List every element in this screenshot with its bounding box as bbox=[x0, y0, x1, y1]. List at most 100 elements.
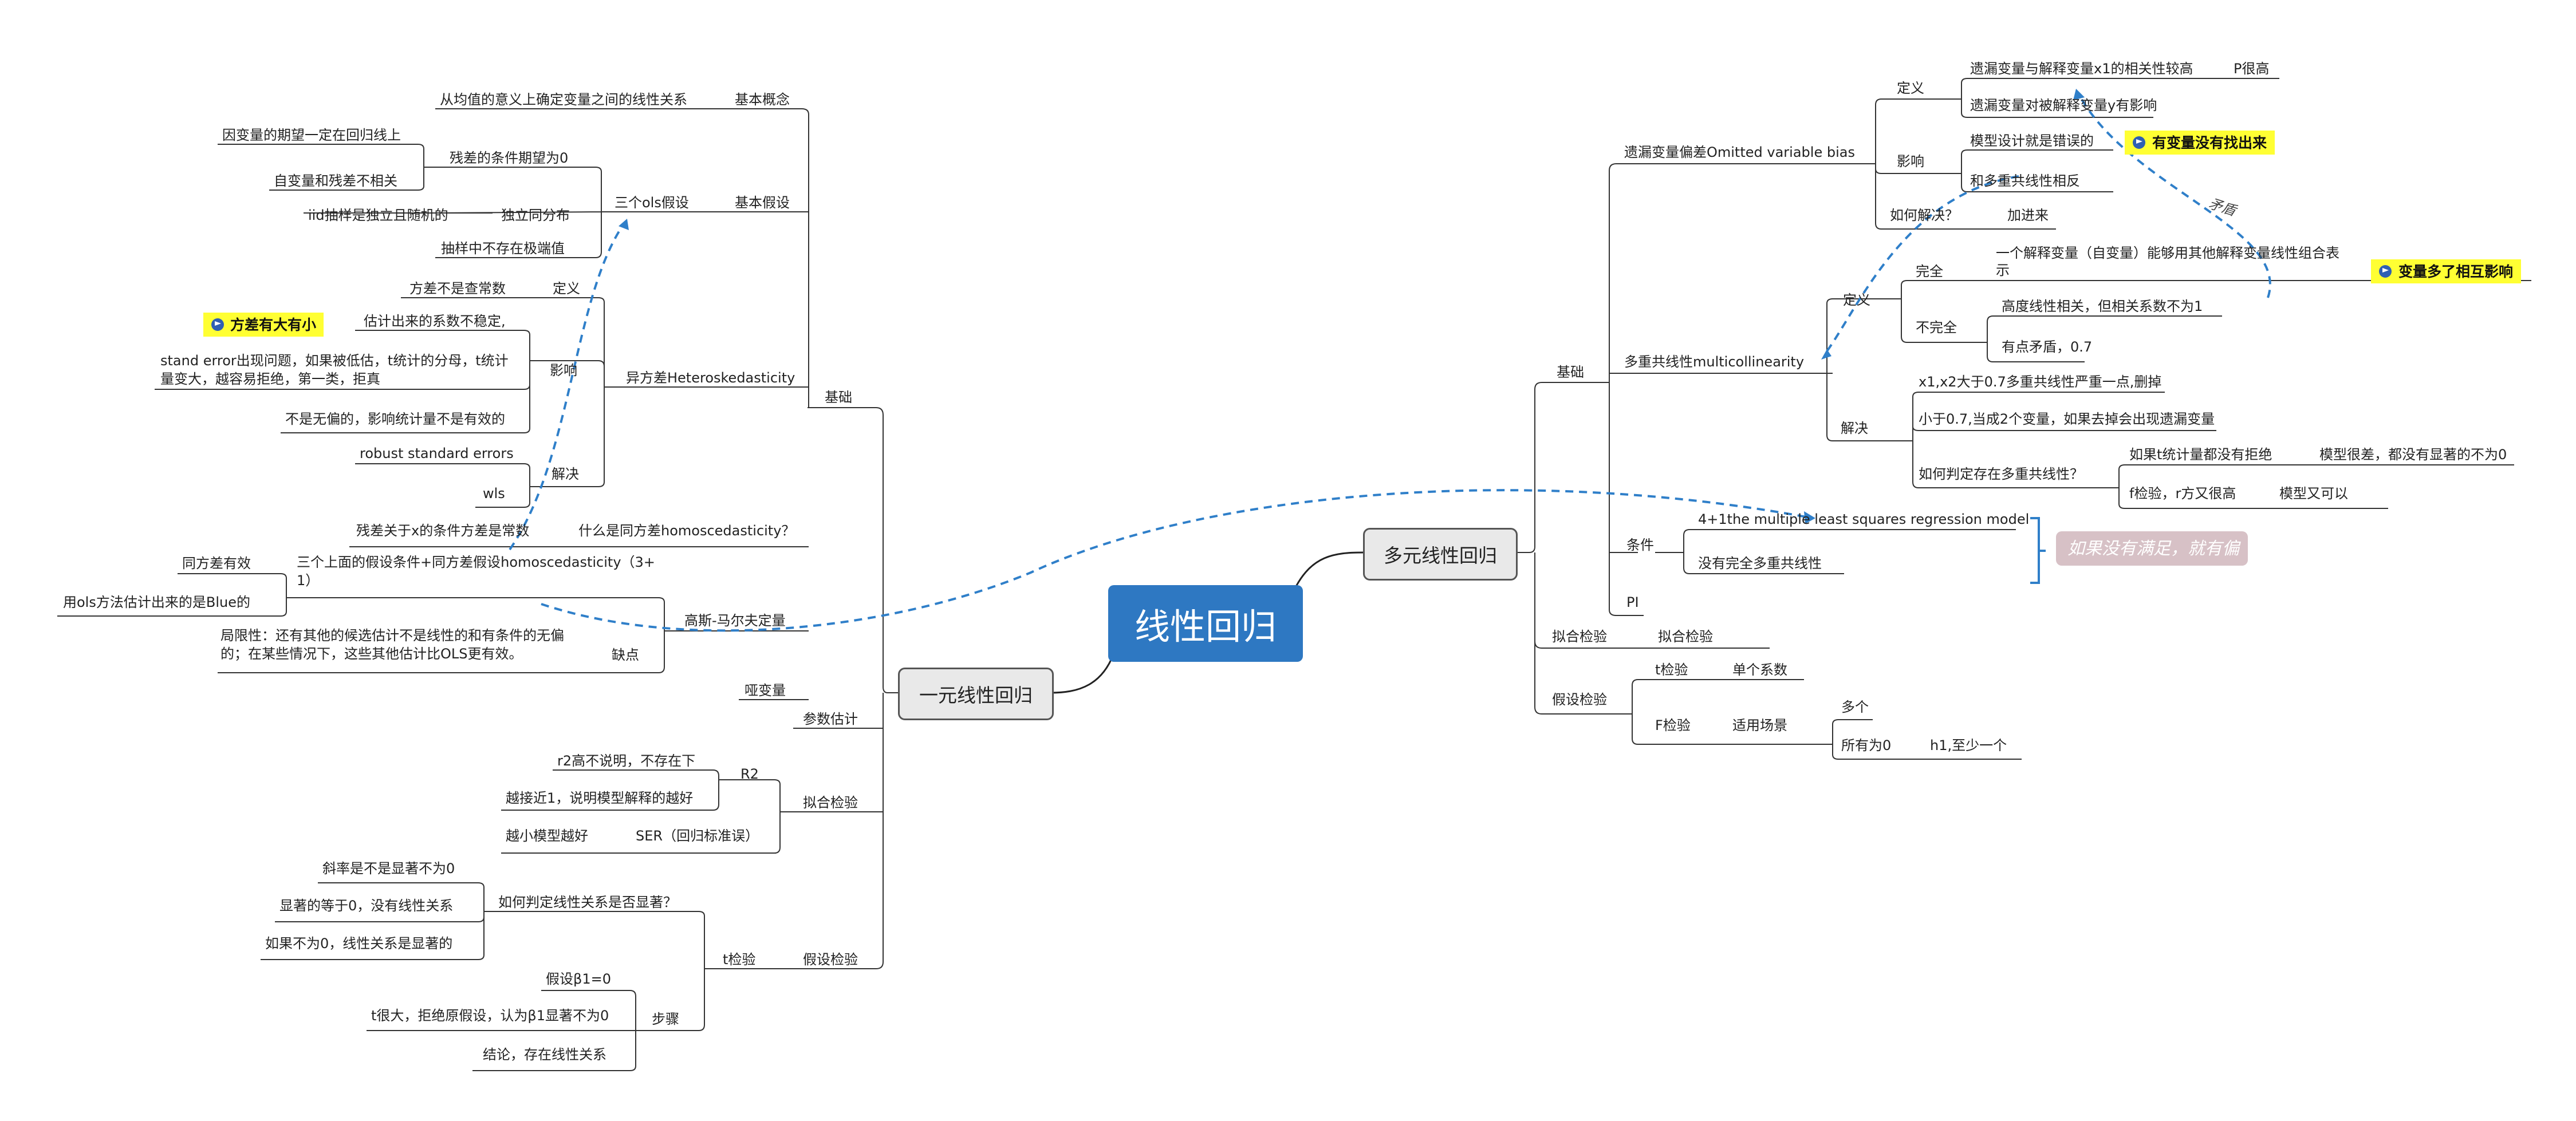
note-text: 如果没有满足，就有偏 bbox=[2067, 539, 2241, 559]
node-dingyi: 定义 bbox=[553, 281, 580, 297]
node-buzhou: 步骤 bbox=[652, 1011, 679, 1027]
tj-spine bbox=[1655, 529, 2016, 574]
arrowhead-mc bbox=[1821, 349, 1831, 360]
node-fangcha-bushi: 方差不是查常数 bbox=[409, 281, 506, 297]
node-jiashe-b: 假设β1=0 bbox=[546, 971, 611, 987]
node-robust: robust standard errors bbox=[360, 445, 514, 461]
node-bw1: 高度线性相关，但相关系数不为1 bbox=[2002, 298, 2203, 314]
node-tong-q: 什么是同方差homoscedasticity？ bbox=[578, 523, 795, 539]
node-yabian: 哑变量 bbox=[745, 682, 786, 698]
node-r-tjy-a: 单个系数 bbox=[1732, 662, 1787, 678]
node-wanquan-text-1: 一个解释变量（自变量）能够用其他解释变量线性组合表 bbox=[1996, 245, 2339, 261]
yingxiang-spine bbox=[155, 330, 538, 433]
node-tj2: 没有完全多重共线性 bbox=[1698, 555, 1822, 571]
r-jichu-spine bbox=[1598, 163, 1868, 616]
mc-spine bbox=[1826, 298, 1907, 441]
node-r-tjy: t检验 bbox=[1655, 662, 1688, 678]
node-ovb-jia: 加进来 bbox=[2007, 207, 2049, 223]
node-ser: SER（回归标准误） bbox=[636, 828, 759, 844]
flag-icon-glyph bbox=[215, 321, 221, 326]
node-juxian-2: 的；在某些情况下，这些其他估计比OLS更有效。 bbox=[220, 646, 523, 662]
label-maodun: 矛盾 bbox=[2207, 195, 2239, 219]
highlight-fangcha: 方差有大有小 bbox=[230, 317, 316, 333]
ovb-spine bbox=[1868, 98, 2056, 230]
branch-simple-regression[interactable]: 一元线性回归 bbox=[898, 668, 1054, 720]
node-r-nihe2: 拟合检验 bbox=[1658, 629, 1713, 645]
node-bushi-wupian: 不是无偏的，影响统计量不是有效的 bbox=[285, 411, 505, 427]
node-ovb-dingyi: 定义 bbox=[1897, 80, 1924, 96]
arrow-gm-to-ols bbox=[509, 222, 625, 551]
node-ovb-y1: 模型设计就是错误的 bbox=[1970, 133, 2094, 149]
mc-jj-spine bbox=[1907, 392, 2216, 488]
node-duo: 多个 bbox=[1841, 699, 1869, 715]
flag-icon-glyph bbox=[2382, 268, 2389, 273]
node-mc-jiejue: 解决 bbox=[1841, 420, 1868, 436]
note-box bbox=[2056, 531, 2248, 566]
node-wanquan-text-2: 示 bbox=[1996, 262, 2010, 278]
node-ovb-d1: 遗漏变量与解释变量x1的相关性较高 bbox=[1970, 61, 2193, 77]
node-pd2: f检验，r方又很高 bbox=[2129, 485, 2236, 502]
node-tong-a: 残差关于x的条件方差是常数 bbox=[356, 523, 529, 539]
node-blue: 用ols方法估计出来的是Blue的 bbox=[63, 594, 250, 610]
node-j1: x1,x2大于0.7多重共线性严重一点,删掉 bbox=[1919, 374, 2161, 390]
node-xielv: 斜率是不是显著不为0 bbox=[322, 861, 455, 877]
node-ovb-d2: 遗漏变量对被解释变量y有影响 bbox=[1970, 97, 2157, 113]
highlight-mc: 变量多了相互影响 bbox=[2398, 263, 2513, 280]
bracket bbox=[2030, 517, 2046, 584]
buzhou-spine bbox=[367, 990, 650, 1071]
node-canchat: 残差的条件期望为0 bbox=[450, 150, 568, 166]
node-ovb-y2: 和多重共线性相反 bbox=[1970, 173, 2080, 189]
node-bw2: 有点矛盾，0.7 bbox=[2002, 339, 2092, 355]
node-multi: 多重共线性multicollinearity bbox=[1624, 354, 1804, 370]
node-yinbian: 因变量的期望一定在回归线上 bbox=[222, 127, 401, 143]
node-tongfangcha: 同方差有效 bbox=[182, 555, 251, 571]
branch-multiple-regression[interactable]: 多元线性回归 bbox=[1363, 528, 1518, 581]
arrow-gm-to-tiaojian bbox=[541, 489, 1813, 632]
node-iid: iid抽样是独立且随机的 bbox=[308, 207, 448, 223]
node-tjy: t检验 bbox=[723, 952, 755, 968]
node-r-nihe: 拟合检验 bbox=[1552, 629, 1607, 645]
node-tj1: 4+1the multiple least squares regression… bbox=[1698, 511, 2029, 527]
central-topic[interactable]: 线性回归 bbox=[1108, 585, 1303, 662]
connector-central-left bbox=[1050, 644, 1118, 694]
buwanquan-spine bbox=[1982, 315, 2222, 362]
node-suoyou: 所有为0 bbox=[1841, 737, 1891, 753]
node-xianzhu0: 显著的等于0，没有线性关系 bbox=[279, 898, 453, 914]
node-stand-err-1: stand error出现问题，如果被低估，t统计的分母，t统计 bbox=[160, 353, 509, 369]
node-fjy: F检验 bbox=[1655, 717, 1691, 733]
node-jielun: 结论，存在线性关系 bbox=[483, 1047, 606, 1063]
node-pd1b: 模型很差，都没有显著的不为0 bbox=[2319, 447, 2507, 463]
arrowhead-ols bbox=[619, 219, 629, 230]
node-yifangcha: 异方差Heteroskedasticity bbox=[626, 370, 795, 386]
node-fjy-a: 适用场景 bbox=[1732, 717, 1787, 733]
ovb-def bbox=[1953, 78, 2279, 118]
node-duli: 独立同分布 bbox=[501, 207, 570, 223]
node-r2: R2 bbox=[740, 766, 759, 782]
node-pd1: 如果t统计量都没有拒绝 bbox=[2129, 447, 2272, 463]
node-jiejue: 解决 bbox=[552, 466, 579, 482]
left-spine bbox=[785, 407, 898, 969]
node-ruhe: 如何判定线性关系是否显著？ bbox=[498, 894, 677, 910]
node-jiben-gainian: 基本概念 bbox=[735, 92, 790, 108]
node-j2: 小于0.7,当成2个变量，如果去掉会出现遗漏变量 bbox=[1919, 411, 2215, 427]
node-ovb-ruhe: 如何解决？ bbox=[1890, 207, 1959, 223]
node-jiben-jiashe: 基本假设 bbox=[735, 195, 790, 211]
node-wls: wls bbox=[483, 485, 505, 502]
ovb-yx bbox=[1953, 149, 2113, 192]
node-juxian-1: 局限性：还有其他的候选估计不是线性的和有条件的无偏 bbox=[220, 627, 564, 644]
node-pi: PI bbox=[1626, 594, 1639, 610]
node-yingxiang: 影响 bbox=[550, 362, 577, 378]
node-ser-a: 越小模型越好 bbox=[506, 828, 588, 844]
connector-central-right bbox=[1293, 551, 1364, 590]
right-spine bbox=[1514, 382, 1655, 715]
f-spine bbox=[1827, 719, 2022, 760]
node-gm-text-1: 三个上面的假设条件+同方差假设homoscedasticity（3+ bbox=[297, 554, 655, 570]
node-gusuan: 估计出来的系数不稳定, bbox=[364, 313, 506, 329]
node-gm-text-2: 1） bbox=[297, 573, 319, 589]
node-wanquan: 完全 bbox=[1916, 263, 1943, 279]
node-quedian: 缺点 bbox=[612, 647, 639, 663]
gm-sub bbox=[57, 573, 292, 617]
gm-spine bbox=[218, 597, 790, 673]
node-canshu: 参数估计 bbox=[803, 711, 858, 727]
